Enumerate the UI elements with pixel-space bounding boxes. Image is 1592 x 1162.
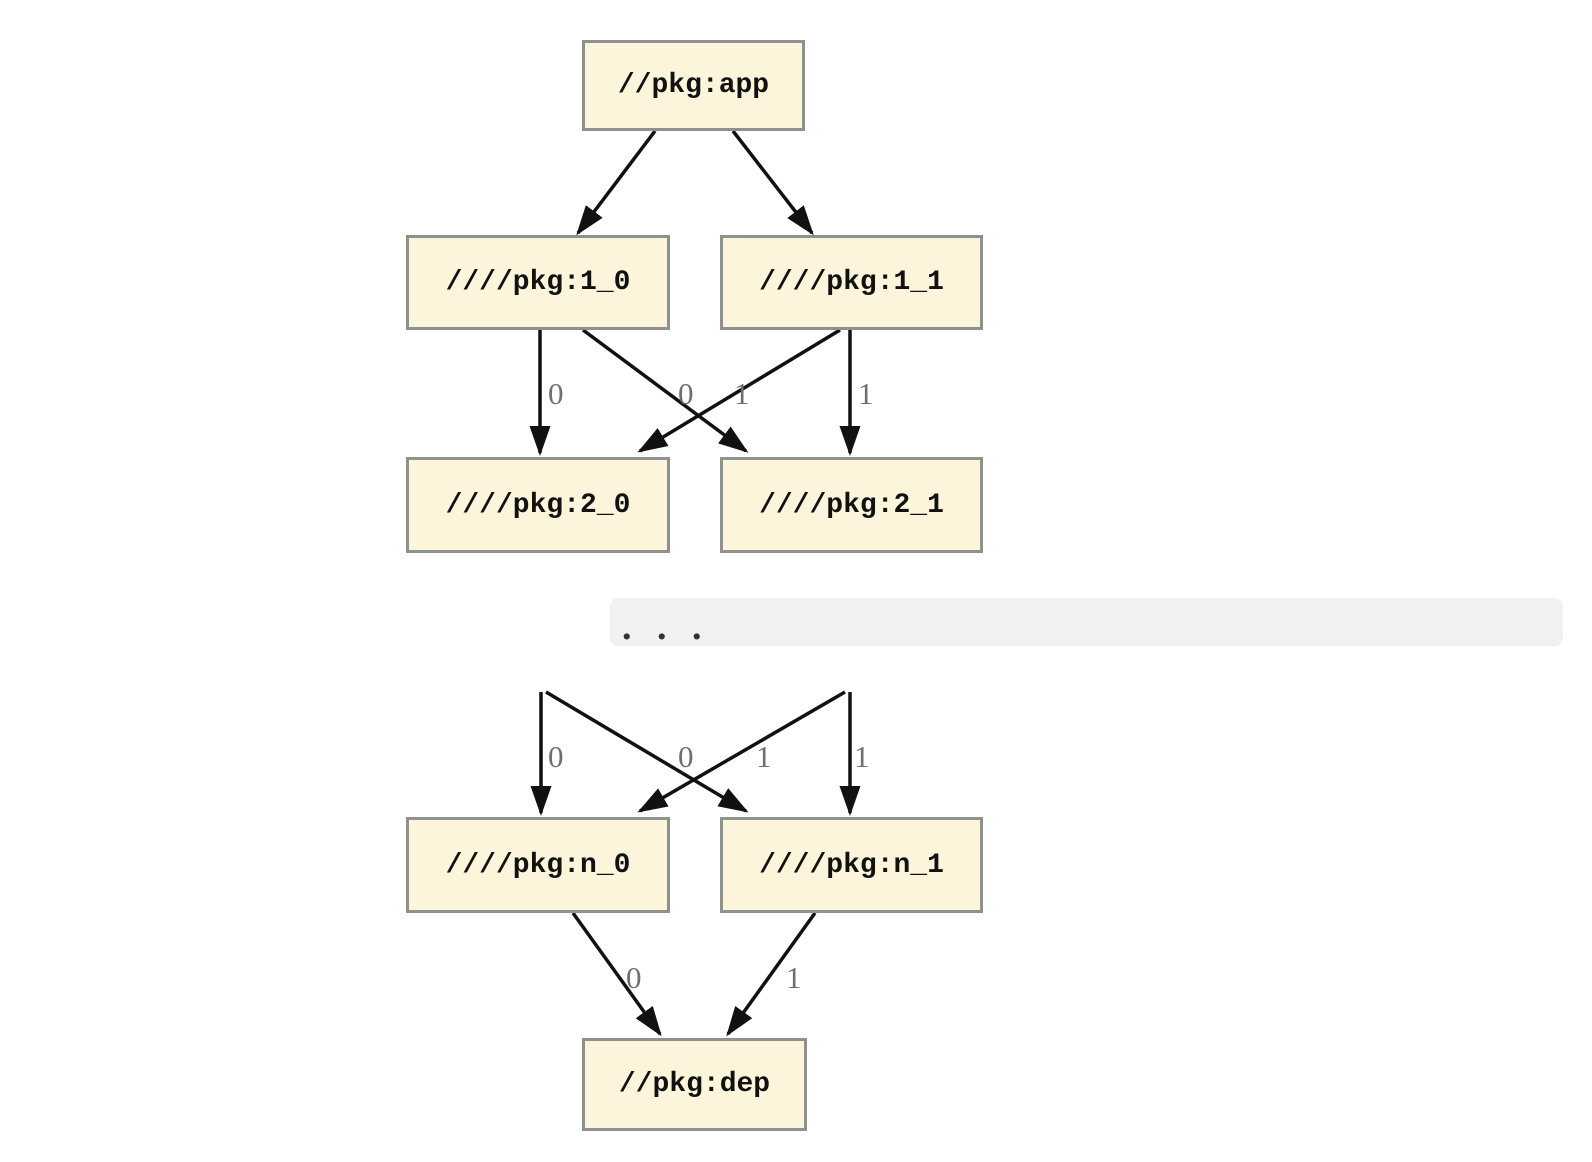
node-pkg-n_0: ////pkg:n_0 <box>406 817 670 913</box>
edge-label-1_1-2_1: 1 <box>858 376 874 411</box>
edge-label-n_0-dep: 0 <box>626 960 642 995</box>
node-label: ////pkg:1_0 <box>445 267 631 298</box>
node-pkg-dep: //pkg:dep <box>582 1038 807 1131</box>
ellipsis-band: . . . <box>610 598 1563 646</box>
node-label: ////pkg:n_1 <box>759 849 944 881</box>
edge-n_0-to-dep <box>571 911 662 1037</box>
edge-label-1_0-2_0: 0 <box>548 376 564 411</box>
edge-ellipsis-to-n_0-diagonal <box>637 690 846 813</box>
edge-lines <box>529 129 861 1037</box>
node-pkg-2_0: ////pkg:2_0 <box>406 457 670 553</box>
node-label: //pkg:dep <box>618 1069 771 1100</box>
edge-n_1-to-dep <box>726 911 817 1037</box>
edge-label-1_1-2_0: 0 <box>678 376 694 411</box>
ellipsis-label: . . . <box>622 605 702 648</box>
node-label: ////pkg:1_1 <box>759 267 944 298</box>
edge-label-1_0-2_1: 1 <box>734 376 750 411</box>
edge-label-ellipsis-n_1-vertical: 1 <box>854 739 870 774</box>
edge-app-to-1_1 <box>731 129 814 236</box>
node-label: //pkg:app <box>617 70 770 101</box>
edge-label-ellipsis-n_1-diagonal: 1 <box>756 739 772 774</box>
edge-1_1-to-2_0 <box>637 328 841 453</box>
node-pkg-app: //pkg:app <box>582 40 805 131</box>
node-pkg-1_0: ////pkg:1_0 <box>406 235 670 330</box>
edge-app-to-1_0 <box>576 129 657 236</box>
edge-label-ellipsis-n_0-diagonal: 0 <box>678 739 694 774</box>
node-pkg-2_1: ////pkg:2_1 <box>720 457 983 553</box>
edge-1_0-to-2_1 <box>581 328 749 453</box>
edge-label-ellipsis-n_0-vertical: 0 <box>548 739 564 774</box>
node-pkg-n_1: ////pkg:n_1 <box>720 817 983 913</box>
node-label: ////pkg:2_1 <box>759 489 944 521</box>
node-label: ////pkg:n_0 <box>445 849 631 881</box>
edge-ellipsis-to-n_1-diagonal <box>545 690 749 813</box>
node-label: ////pkg:2_0 <box>445 489 631 521</box>
edge-labels: 0 0 1 1 0 0 1 1 0 1 <box>548 376 874 995</box>
edge-label-n_1-dep: 1 <box>786 960 802 995</box>
node-pkg-1_1: ////pkg:1_1 <box>720 235 983 330</box>
